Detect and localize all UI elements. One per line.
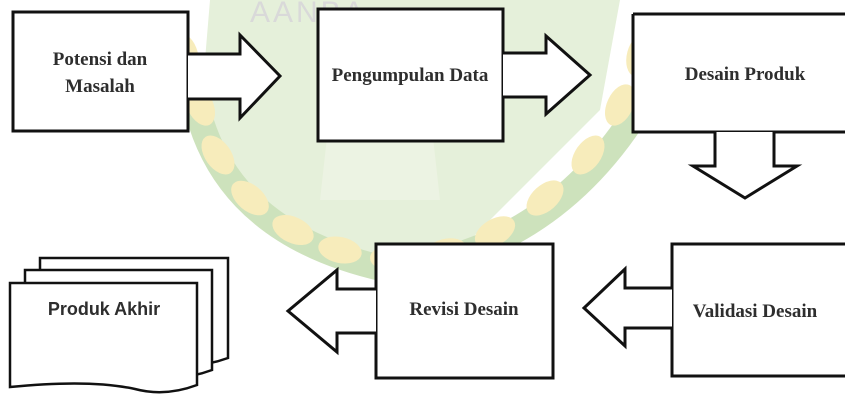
arrow-desain-to-validasi (687, 132, 803, 200)
box-revisi (374, 242, 555, 380)
box-produk-document-stack (8, 256, 230, 394)
box-potensi (11, 10, 190, 133)
box-desain (631, 12, 845, 134)
arrow-potensi-to-pengumpulan (188, 31, 283, 122)
label-potensi-dan-masalah: Potensi dan Masalah (52, 49, 148, 97)
arrow-pengumpulan-to-desain (503, 32, 593, 118)
label-pengumpulan-data: Pengumpulan Data (331, 64, 489, 86)
arrow-validasi-to-revisi (581, 265, 672, 350)
label-produk-akhir: Produk Akhir (47, 298, 161, 319)
label-validasi-desain: Validasi Desain (692, 300, 818, 322)
label-revisi-desain: Revisi Desain (409, 298, 519, 320)
arrow-revisi-to-produk (285, 266, 376, 356)
label-desain-produk: Desain Produk (684, 63, 806, 85)
